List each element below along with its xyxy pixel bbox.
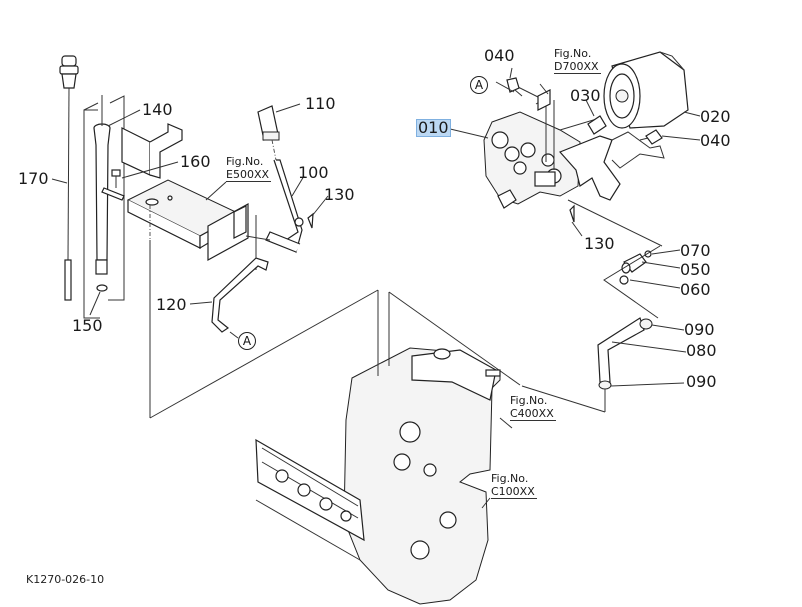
oil-gauge-guide-part[interactable] bbox=[93, 123, 111, 292]
figure-ref-code: E500XX bbox=[226, 168, 272, 182]
fitting-part[interactable] bbox=[587, 115, 607, 135]
connection-marker-a[interactable]: A bbox=[238, 332, 256, 350]
connection-marker-a[interactable]: A bbox=[470, 76, 488, 94]
part-label-070[interactable]: 070 bbox=[680, 241, 711, 260]
diagram-reference-code: K1270-026-10 bbox=[26, 573, 105, 586]
part-label-040[interactable]: 040 bbox=[484, 46, 515, 65]
figure-ref-label: Fig.No. bbox=[554, 47, 592, 60]
bracket-part[interactable] bbox=[101, 123, 249, 262]
part-label-080[interactable]: 080 bbox=[686, 341, 717, 360]
part-label-040[interactable]: 040 bbox=[700, 131, 731, 150]
snap-pin-part[interactable] bbox=[307, 212, 314, 229]
figure-ref-label: Fig.No. bbox=[226, 155, 264, 168]
part-label-090[interactable]: 090 bbox=[686, 372, 717, 391]
part-label-150[interactable]: 150 bbox=[72, 316, 103, 335]
figure-ref-code: C400XX bbox=[510, 407, 556, 421]
pipe-fitting-part[interactable] bbox=[619, 250, 652, 285]
part-label-120[interactable]: 120 bbox=[156, 295, 187, 314]
bolt-part[interactable] bbox=[506, 77, 523, 97]
oil-filter-part[interactable] bbox=[603, 51, 689, 129]
figure-ref-code: C100XX bbox=[491, 485, 537, 499]
figure-ref-label: Fig.No. bbox=[491, 472, 529, 485]
part-label-010-selected[interactable]: 010 bbox=[416, 118, 451, 137]
engine-gear-case bbox=[255, 347, 501, 605]
snap-pin-part[interactable] bbox=[569, 204, 575, 223]
part-label-170[interactable]: 170 bbox=[18, 169, 49, 188]
part-label-160[interactable]: 160 bbox=[180, 152, 211, 171]
part-label-020[interactable]: 020 bbox=[700, 107, 731, 126]
hydraulic-pump-part[interactable] bbox=[483, 111, 581, 209]
figure-ref-label: Fig.No. bbox=[510, 394, 548, 407]
figure-ref-e500xx[interactable]: Fig.No. E500XX bbox=[226, 155, 272, 182]
part-label-100[interactable]: 100 bbox=[298, 163, 329, 182]
part-label-110[interactable]: 110 bbox=[305, 94, 336, 113]
figure-ref-c400xx[interactable]: Fig.No. C400XX bbox=[510, 394, 556, 421]
figure-ref-c100xx[interactable]: Fig.No. C100XX bbox=[491, 472, 537, 499]
part-label-030[interactable]: 030 bbox=[570, 86, 601, 105]
part-label-130[interactable]: 130 bbox=[324, 185, 355, 204]
figure-ref-d700xx[interactable]: Fig.No. D700XX bbox=[554, 47, 601, 74]
hand-lever-part[interactable] bbox=[257, 105, 304, 254]
bolt-part[interactable] bbox=[645, 129, 663, 145]
part-label-130[interactable]: 130 bbox=[584, 234, 615, 253]
part-label-050[interactable]: 050 bbox=[680, 260, 711, 279]
hose-part[interactable] bbox=[597, 317, 653, 390]
rod-part[interactable] bbox=[211, 257, 269, 333]
figure-ref-code: D700XX bbox=[554, 60, 601, 74]
part-label-090[interactable]: 090 bbox=[684, 320, 715, 339]
leader-lines bbox=[51, 67, 701, 509]
dipstick-part[interactable] bbox=[59, 55, 79, 301]
part-label-060[interactable]: 060 bbox=[680, 280, 711, 299]
part-label-140[interactable]: 140 bbox=[142, 100, 173, 119]
group-frame-left bbox=[83, 109, 100, 319]
